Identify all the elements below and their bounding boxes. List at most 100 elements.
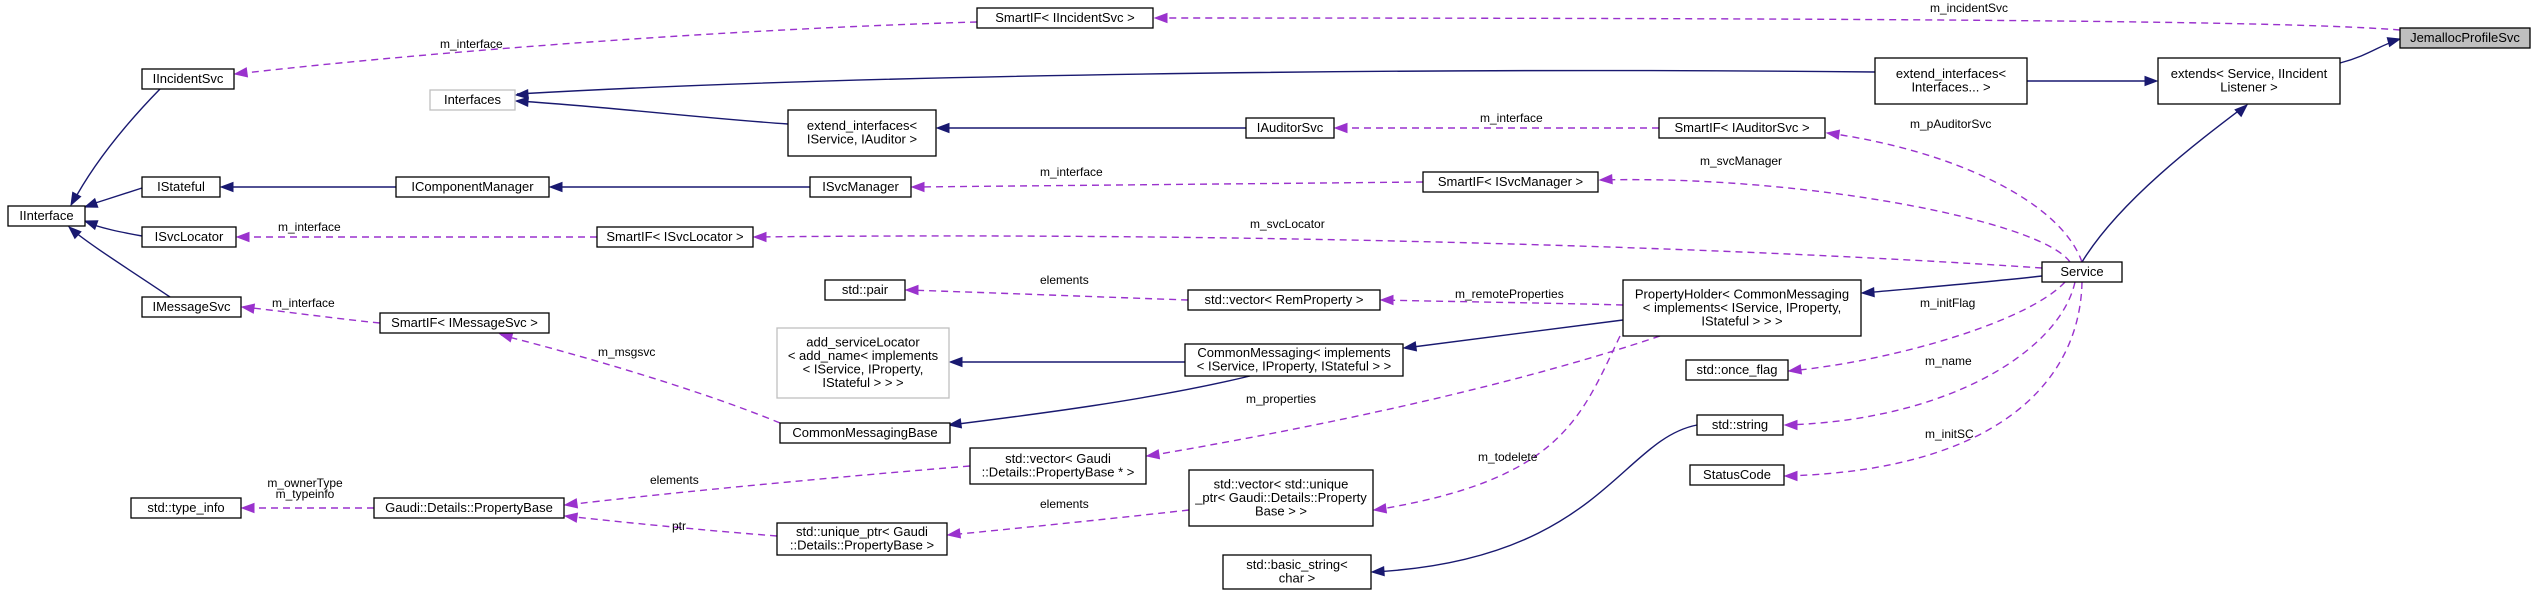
node-box <box>1188 469 1374 527</box>
edge-label: m_initSC <box>1925 427 1974 441</box>
node-label: std::pair <box>842 282 889 297</box>
edge-arrowhead <box>70 191 82 207</box>
class-node-propertybase[interactable]: Gaudi::Details::PropertyBase <box>373 497 565 519</box>
edge-arrowhead <box>83 197 99 208</box>
edge-interfaces-to-extend_interfaces_top <box>514 69 1876 100</box>
class-node-istateful[interactable]: IStateful <box>141 176 221 198</box>
class-node-isvclocator[interactable]: ISvcLocator <box>141 226 237 248</box>
class-node-std-string[interactable]: std::string <box>1696 414 1784 436</box>
class-node-statuscode[interactable]: StatusCode <box>1689 464 1785 486</box>
class-node-iinterface[interactable]: IInterface <box>7 205 86 227</box>
edge-label: m_svcLocator <box>1250 217 1325 231</box>
edge-arrowhead <box>514 96 529 108</box>
class-node-vector-remprop[interactable]: std::vector< RemProperty > <box>1187 289 1381 311</box>
node-label: CommonMessaging< implements <box>1197 345 1391 360</box>
edge-arrowhead <box>1783 419 1798 431</box>
class-node-isvcmanager[interactable]: ISvcManager <box>809 176 912 198</box>
node-box <box>1622 279 1862 337</box>
edge-iinterface-to-istateful <box>83 187 143 208</box>
class-node-jemalloc[interactable]: JemallocProfileSvc <box>2399 27 2531 49</box>
edge-label: m_interface <box>1040 165 1103 179</box>
class-node-interfaces[interactable]: Interfaces <box>429 89 516 111</box>
edge-propertyholder-to-service <box>1860 275 2043 298</box>
class-node-iauditorsvc[interactable]: IAuditorSvc <box>1245 117 1335 139</box>
class-node-iincidentsvc[interactable]: IIncidentSvc <box>141 68 235 90</box>
class-node-propertyholder[interactable]: PropertyHolder< CommonMessaging< impleme… <box>1622 279 1862 337</box>
edge-line <box>906 289 1189 301</box>
node-label: _ptr< Gaudi::Details::Property <box>1194 490 1367 505</box>
edge-arrowhead <box>948 356 963 368</box>
edge-line <box>949 375 1251 426</box>
node-label: ::Details::PropertyBase * > <box>982 465 1135 480</box>
edge-smartif_message-to-commonmessagingbase: m_msgsvc <box>498 332 781 424</box>
edge-arrowhead <box>1402 341 1418 352</box>
node-label: < IService, IProperty, IStateful > > <box>1197 359 1392 374</box>
node-box <box>141 296 242 318</box>
edge-line <box>235 21 978 75</box>
class-node-vector-propbase-ptr[interactable]: std::vector< Gaudi::Details::PropertyBas… <box>969 447 1147 485</box>
edge-arrowhead <box>233 67 249 78</box>
edge-arrowhead <box>548 181 563 193</box>
edge-label: m_ownerType <box>267 476 343 490</box>
node-label: PropertyHolder< CommonMessaging <box>1635 286 1849 301</box>
edge-line <box>912 181 1424 188</box>
class-node-vector-unique-ptr[interactable]: std::vector< std::unique_ptr< Gaudi::Det… <box>1188 469 1374 527</box>
node-label: IInterface <box>19 208 73 223</box>
node-label: extend_interfaces< <box>1896 66 2006 81</box>
node-box <box>969 447 1147 485</box>
edge-arrowhead <box>2234 104 2249 118</box>
node-label: Gaudi::Details::PropertyBase <box>385 500 553 515</box>
node-label: std::vector< RemProperty > <box>1205 292 1364 307</box>
class-node-add-servicelocator[interactable]: add_serviceLocator< add_name< implements… <box>776 327 950 399</box>
node-label: ISvcManager <box>822 179 899 194</box>
edge-icomponentmanager-to-isvcmanager <box>548 181 810 193</box>
edge-isvcmanager-to-smartif_svcmanager: m_interface <box>910 165 1424 193</box>
edge-commonmessaging_impl-to-propertyholder <box>1402 319 1624 352</box>
class-node-unique-ptr-propbase[interactable]: std::unique_ptr< Gaudi::Details::Propert… <box>776 522 948 556</box>
class-node-std-basic-string[interactable]: std::basic_string<char > <box>1222 554 1372 590</box>
edge-label: m_properties <box>1246 392 1316 406</box>
class-node-extend-interfaces-mid[interactable]: extend_interfaces<IService, IAuditor > <box>787 109 937 157</box>
edge-label: ptr <box>672 519 686 533</box>
edge-line <box>242 306 381 324</box>
class-node-smartif-message[interactable]: SmartIF< IMessageSvc > <box>379 312 550 334</box>
edge-label: m_interface <box>440 37 503 51</box>
edge-arrowhead <box>935 122 950 134</box>
class-node-smartif-svclocator[interactable]: SmartIF< ISvcLocator > <box>596 226 754 248</box>
edge-arrowhead <box>1153 12 1168 24</box>
node-label: Listener > <box>2220 80 2277 95</box>
node-box <box>2399 27 2531 49</box>
class-node-imessagesvc[interactable]: IMessageSvc <box>141 296 242 318</box>
edge-imessagesvc-to-smartif_message: m_interface <box>240 296 381 324</box>
class-node-extend-interfaces-top[interactable]: extend_interfaces<Interfaces... > <box>1874 57 2028 105</box>
class-node-smartif-svcmanager[interactable]: SmartIF< ISvcManager > <box>1422 171 1599 193</box>
edge-arrowhead <box>2144 75 2159 87</box>
edge-arrowhead <box>514 88 529 100</box>
class-node-service[interactable]: Service <box>2041 261 2123 283</box>
class-node-std-pair[interactable]: std::pair <box>824 279 906 301</box>
node-box <box>1874 57 2028 105</box>
class-node-commonmessaging-impl[interactable]: CommonMessaging< implements< IService, I… <box>1184 343 1404 377</box>
class-node-std-type-info[interactable]: std::type_info <box>130 497 242 519</box>
edge-line <box>1785 281 2083 477</box>
edge-line <box>1155 17 2401 31</box>
edge-arrowhead <box>1145 449 1161 460</box>
edge-vector_unique_ptr-to-propertyholder: m_todelete <box>1372 335 1621 514</box>
node-box <box>776 522 948 556</box>
class-node-std-once-flag[interactable]: std::once_flag <box>1685 359 1789 381</box>
node-label: extends< Service, IIncident <box>2171 66 2328 81</box>
class-node-icomponentmanager[interactable]: IComponentManager <box>395 176 550 198</box>
edge-extend_interfaces_top-to-extends_service <box>2027 75 2159 87</box>
edge-arrowhead <box>563 512 579 523</box>
edge-arrowhead <box>498 332 514 343</box>
edge-line <box>1147 335 1661 457</box>
node-box <box>1696 414 1784 436</box>
node-label: Interfaces <box>444 92 502 107</box>
class-node-smartif-auditor[interactable]: SmartIF< IAuditorSvc > <box>1658 117 1826 139</box>
edge-arrowhead <box>1379 294 1394 306</box>
node-label: ::Details::PropertyBase > <box>790 538 934 553</box>
class-node-commonmessagingbase[interactable]: CommonMessagingBase <box>779 422 951 444</box>
class-node-smartif-incident[interactable]: SmartIF< IIncidentSvc > <box>976 7 1154 29</box>
